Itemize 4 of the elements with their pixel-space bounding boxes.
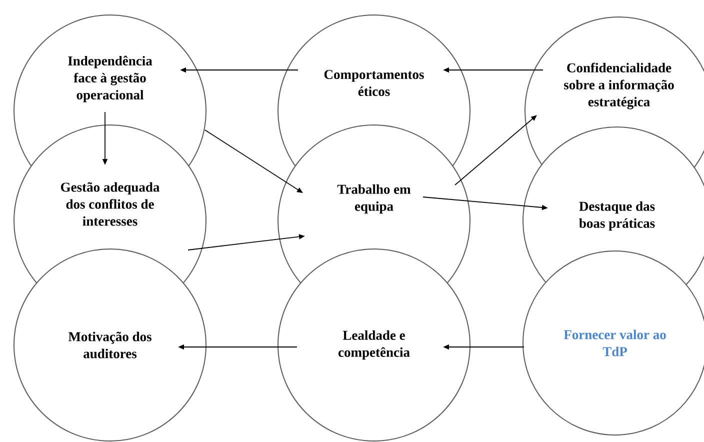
node-label: Motivação dos auditores [68, 332, 152, 358]
node-label: Lealdade e competência [338, 330, 410, 360]
arrow [454, 115, 537, 186]
node-label: Fornecer valor ao TdP [564, 330, 666, 356]
